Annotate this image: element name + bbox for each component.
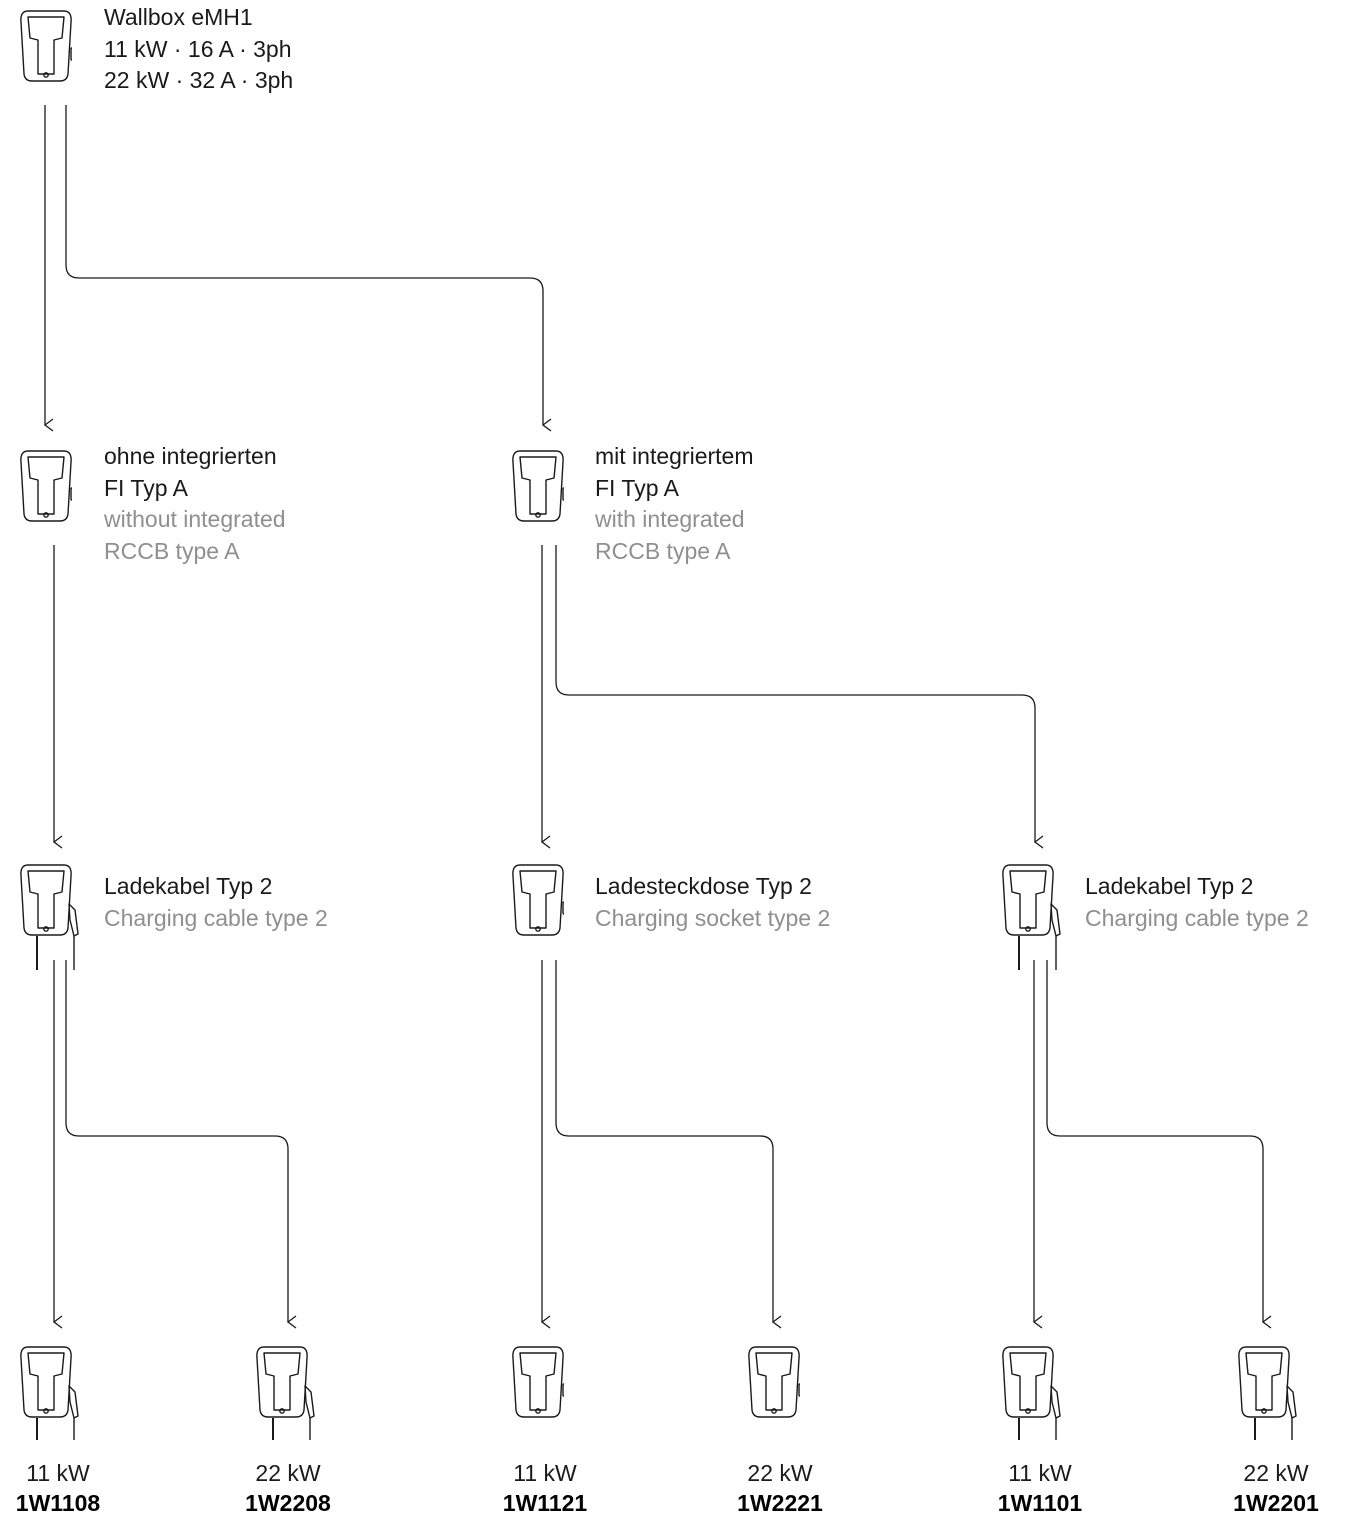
arrow-with-rccb-to-cable (555, 545, 1035, 842)
label-en: Charging cable type 2 (1085, 904, 1309, 931)
wallbox-icon (20, 450, 72, 522)
article-number: 1W2208 (245, 1490, 331, 1516)
article-number: 1W2221 (737, 1490, 823, 1516)
power-label: 11 kW (513, 1460, 577, 1486)
product-1W1108: 11 kW 1W1108 (0, 1458, 128, 1518)
label-en: Charging cable type 2 (104, 904, 328, 931)
label-en-1: with integrated (595, 506, 745, 532)
root-label: Wallbox eMH1 11 kW · 16 A · 3ph 22 kW · … (104, 2, 293, 97)
article-number: 1W2201 (1233, 1490, 1319, 1516)
article-number: 1W1108 (15, 1490, 101, 1516)
power-label: 11 kW (1008, 1460, 1072, 1486)
wallbox-cable-icon (1002, 864, 1061, 970)
wallbox-icon (512, 450, 564, 522)
arrow-to-1W2221 (555, 960, 773, 1322)
wallbox-socket-icon (748, 1346, 800, 1418)
wallbox-cable-icon (1238, 1346, 1297, 1440)
power-label: 22 kW (1243, 1460, 1309, 1486)
label-en-2: RCCB type A (104, 537, 240, 564)
wallbox-socket-icon (512, 1346, 564, 1418)
label-de-1: mit integriertem (595, 443, 754, 469)
wallbox-cable-icon (256, 1346, 315, 1440)
article-number: 1W1101 (997, 1490, 1083, 1516)
node-cable-left: Ladekabel Typ 2 Charging cable type 2 (104, 871, 328, 934)
power-label: 22 kW (747, 1460, 813, 1486)
label-de: Ladekabel Typ 2 (104, 873, 273, 899)
product-1W1121: 11 kW 1W1121 (475, 1458, 615, 1518)
spec-11kw: 11 kW · 16 A · 3ph (104, 35, 292, 62)
node-socket: Ladesteckdose Typ 2 Charging socket type… (595, 871, 830, 934)
arrow-root-to-with-rccb (65, 105, 543, 425)
product-1W2221: 22 kW 1W2221 (710, 1458, 850, 1518)
label-en-2: RCCB type A (595, 537, 731, 564)
wallbox-icon (20, 10, 72, 82)
product-1W2208: 22 kW 1W2208 (218, 1458, 358, 1518)
product-1W1101: 11 kW 1W1101 (970, 1458, 1110, 1518)
node-without-rccb: ohne integrierten FI Typ A without integ… (104, 441, 286, 567)
label-de-2: FI Typ A (104, 474, 188, 501)
node-with-rccb: mit integriertem FI Typ A with integrate… (595, 441, 753, 567)
label-de-2: FI Typ A (595, 474, 679, 501)
label-de: Ladesteckdose Typ 2 (595, 873, 812, 899)
product-1W2201: 22 kW 1W2201 (1206, 1458, 1346, 1518)
label-en: Charging socket type 2 (595, 904, 831, 931)
label-en-1: without integrated (104, 506, 286, 532)
article-number: 1W1121 (502, 1490, 588, 1516)
node-cable-right: Ladekabel Typ 2 Charging cable type 2 (1085, 871, 1309, 934)
power-label: 11 kW (26, 1460, 90, 1486)
power-label: 22 kW (255, 1460, 321, 1486)
arrow-to-1W2201 (1046, 960, 1263, 1322)
label-de-1: ohne integrierten (104, 443, 277, 469)
wallbox-socket-icon (512, 864, 564, 936)
arrow-to-1W2208 (65, 960, 288, 1322)
spec-22kw: 22 kW · 32 A · 3ph (104, 67, 294, 93)
wallbox-cable-icon (20, 864, 79, 970)
product-title: Wallbox eMH1 (104, 4, 253, 30)
label-de: Ladekabel Typ 2 (1085, 873, 1254, 899)
wallbox-cable-icon (1002, 1346, 1061, 1440)
wallbox-cable-icon (20, 1346, 79, 1440)
